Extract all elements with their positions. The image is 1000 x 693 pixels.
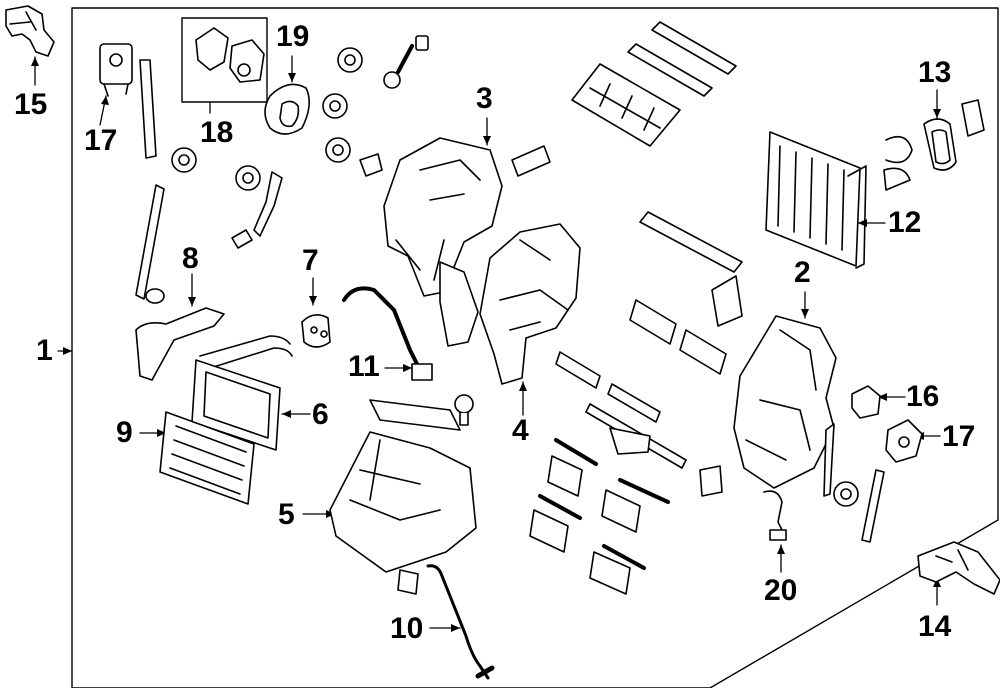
- right-rod-and-nut: [833, 469, 885, 543]
- callout-13: 13: [918, 56, 952, 89]
- center-small-parts: [529, 299, 727, 595]
- part-5-lower-case: [329, 399, 477, 595]
- callout-7: 7: [302, 244, 319, 277]
- small-fasteners: [171, 35, 474, 426]
- part-19-seal: [264, 83, 310, 135]
- part-10-drain-hose: [426, 564, 495, 680]
- callout-2: 2: [794, 256, 811, 289]
- callout-17-left: 17: [84, 124, 118, 157]
- part-20-wire: [763, 490, 787, 541]
- callout-4: 4: [512, 414, 529, 447]
- part-15-bracket: [5, 5, 55, 57]
- callout-20: 20: [764, 574, 798, 607]
- part-14-duct: [917, 541, 1000, 595]
- callout-1: 1: [36, 334, 53, 367]
- part-18-actuators: [195, 27, 265, 83]
- callout-8: 8: [182, 242, 199, 275]
- part-13-gasket: [883, 99, 985, 191]
- filter-pads: [571, 21, 743, 327]
- part-4-housing: [479, 145, 581, 385]
- part-3-housing: [383, 137, 503, 347]
- callout-10: 10: [390, 612, 424, 645]
- item-18-group-box: [181, 17, 268, 103]
- callout-14: 14: [918, 610, 952, 643]
- callout-18: 18: [200, 116, 234, 149]
- part-7-gasket: [301, 314, 331, 348]
- callout-5: 5: [278, 498, 295, 531]
- part-6-heater-core: [191, 359, 281, 451]
- part-17-actuator-right: [885, 419, 923, 463]
- callout-16: 16: [906, 380, 940, 413]
- part-8-pipes: [135, 307, 293, 381]
- callout-3: 3: [476, 82, 493, 115]
- callout-19: 19: [276, 20, 310, 53]
- callout-15: 15: [14, 88, 48, 121]
- callout-9: 9: [116, 416, 133, 449]
- callout-11: 11: [348, 350, 380, 383]
- part-11-hose: [342, 286, 433, 381]
- part-17-actuator-top: [99, 43, 133, 97]
- part-2-housing: [733, 315, 837, 497]
- callout-12: 12: [888, 206, 922, 239]
- callout-17-right: 17: [942, 420, 976, 453]
- part-12-evaporator: [765, 131, 867, 269]
- part-16-actuator: [851, 385, 881, 419]
- callout-6: 6: [312, 398, 329, 431]
- rods-left-column: [135, 59, 283, 304]
- part-9-ptc-heater: [159, 411, 255, 505]
- assembly-frame: [71, 7, 999, 689]
